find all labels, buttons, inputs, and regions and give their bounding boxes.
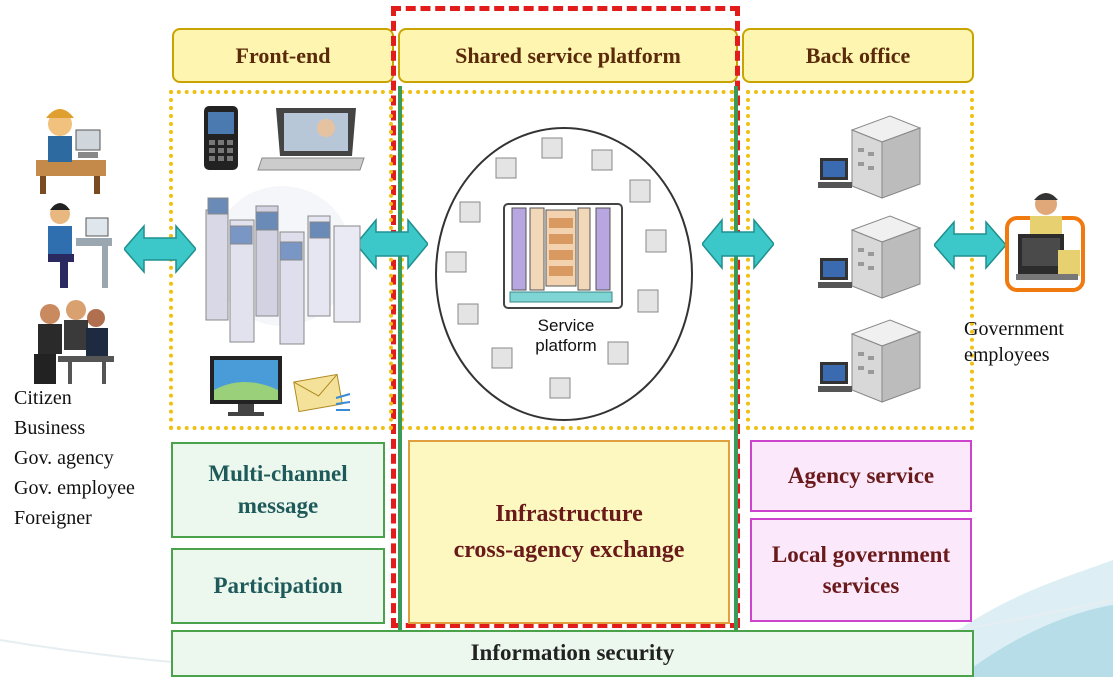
government-employee-icon [1005,193,1085,292]
shared-platform-area [400,90,734,430]
service-platform-label: Service platform [516,316,616,357]
multichannel-message-box: Multi-channel message [171,442,385,538]
front-end-header: Front-end [172,28,394,83]
user-gov-employee: Gov. employee [14,477,135,499]
participation-box: Participation [171,548,385,624]
infrastructure-line1: Infrastructure [495,501,643,527]
government-employees-line2: employees [964,344,1050,366]
kiosk-group-icon [205,186,361,345]
business-figure-icon [48,203,112,288]
information-security-bar: Information security [171,630,974,677]
government-employees-label: Government employees [964,316,1064,368]
back-office-area [746,90,974,430]
green-divider-right [734,86,738,634]
government-employees-line1: Government [964,318,1064,340]
mobile-phone-icon [204,106,238,170]
user-business: Business [14,417,86,439]
local-government-line1: Local government [771,541,951,567]
double-arrow-icon-users [124,223,196,275]
local-government-services-box: Local government services [750,518,972,622]
user-foreigner: Foreigner [14,507,92,529]
local-government-line2: services [822,573,900,598]
laptop-icon [257,108,365,171]
back-office-header: Back office [742,28,974,83]
shared-platform-header: Shared service platform [398,28,738,83]
infrastructure-line2: cross-agency exchange [453,537,685,563]
double-arrow-icon-shared-back [702,217,774,271]
infrastructure-box: Infrastructure cross-agency exchange [408,440,730,624]
multichannel-line2: message [237,493,319,518]
service-platform-label-line2: platform [535,336,597,356]
agency-server-icon-2 [818,215,922,299]
users-list: Citizen Business Gov. agency Gov. employ… [14,383,135,533]
television-icon [210,356,282,416]
service-platform-label-line1: Service [537,316,595,335]
agency-server-icon-3 [818,319,922,403]
double-arrow-icon-back-gov [934,219,1006,271]
double-arrow-icon-front-shared [356,217,428,271]
green-divider-left [398,86,402,634]
agency-service-box: Agency service [750,440,972,512]
multichannel-line1: Multi-channel [208,460,348,486]
citizen-figure-icon [36,109,106,194]
email-envelope-icon [293,373,351,413]
user-gov-agency: Gov. agency [14,447,114,469]
agency-group-figure-icon [34,300,114,384]
user-citizen: Citizen [14,387,72,409]
service-platform-diagram [435,127,693,421]
agency-server-icon-1 [818,115,922,199]
